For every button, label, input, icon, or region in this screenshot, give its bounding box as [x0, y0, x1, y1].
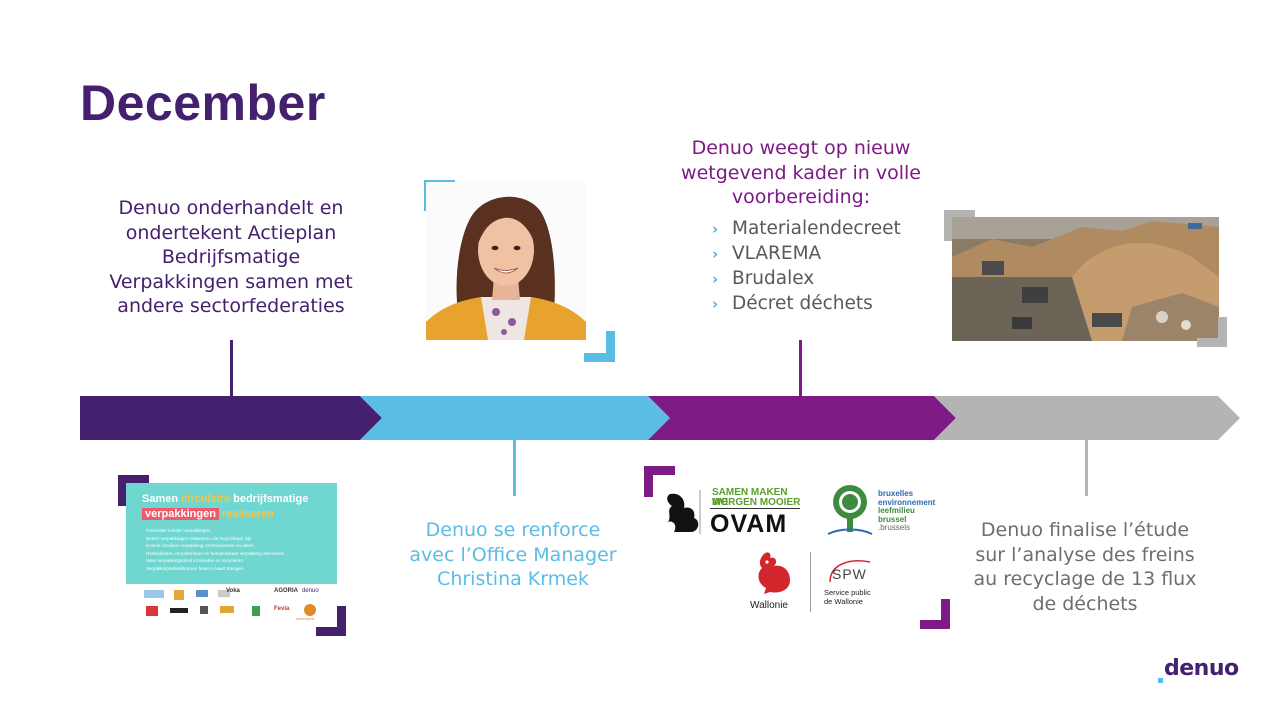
list-item: ›Materialendecreet [712, 216, 932, 241]
event-2-caption: Denuo se renforce avec l’Office Manager … [409, 519, 617, 590]
bruxelles-environnement-logo: bruxelles environnement leefmilieu bruss… [824, 484, 944, 540]
stem-event-3 [799, 340, 802, 396]
denuo-logo: denuo [1154, 656, 1244, 688]
portrait-photo [426, 182, 586, 340]
event-3-heading: Denuo weegt op nieuw wetgevend kader in … [681, 137, 921, 208]
timeline-segment-2 [360, 396, 670, 440]
event-1-caption: Denuo onderhandelt en ondertekent Actiep… [109, 197, 353, 317]
list-item: ›Brudalex [712, 266, 932, 291]
wallonie-logo: Wallonie [746, 548, 802, 614]
logos-frame-corner-bottom [920, 599, 950, 629]
stem-event-2 [513, 440, 516, 496]
timeline-segment-3 [648, 396, 956, 440]
chevron-right-icon: › [712, 295, 719, 313]
chevron-right-icon: › [712, 245, 719, 263]
logos-frame-corner-top [644, 466, 675, 497]
site-photo-corner-bottom [1197, 317, 1227, 347]
list-item: ›VLAREMA [712, 241, 932, 266]
poster-frame-corner-top [118, 475, 149, 506]
spw-arc-icon [829, 560, 871, 583]
chevron-right-icon: › [712, 270, 719, 288]
logo-divider [810, 552, 811, 612]
rooster-icon [758, 552, 790, 594]
ovam-logo: SAMEN MAKEN WE MORGEN MOOIER OVAM [664, 484, 804, 540]
logo-dot [1158, 678, 1163, 683]
stem-event-4 [1085, 440, 1088, 496]
chevron-right-icon: › [712, 220, 719, 238]
federation-logo-strip: Voka AGORIA denuo Fevia essenscia [140, 588, 330, 622]
timeline-segment-1 [80, 396, 382, 440]
stem-event-1 [230, 340, 233, 396]
photo-frame-corner-bottom [584, 331, 615, 362]
site-photo-corner-top [944, 210, 975, 241]
flemish-lion-icon [667, 490, 701, 534]
timeline-segment-4 [934, 396, 1240, 440]
spw-logo: SPW Service public de Wallonie [822, 556, 892, 612]
blouse [481, 297, 531, 340]
poster-frame-corner-bottom [316, 606, 346, 636]
list-item: ›Décret déchets [712, 291, 932, 316]
waste-site-photo [952, 217, 1219, 341]
page-title: December [80, 75, 326, 131]
event-3-list: ›Materialendecreet ›VLAREMA ›Brudalex ›D… [712, 216, 932, 316]
brand-name: denuo [1164, 656, 1239, 681]
tree-icon [827, 485, 873, 535]
action-plan-poster: Samen circulaire bedrijfsmatige verpakki… [126, 483, 337, 584]
event-4-caption: Denuo finalise l’étude sur l’analyse des… [973, 519, 1197, 615]
